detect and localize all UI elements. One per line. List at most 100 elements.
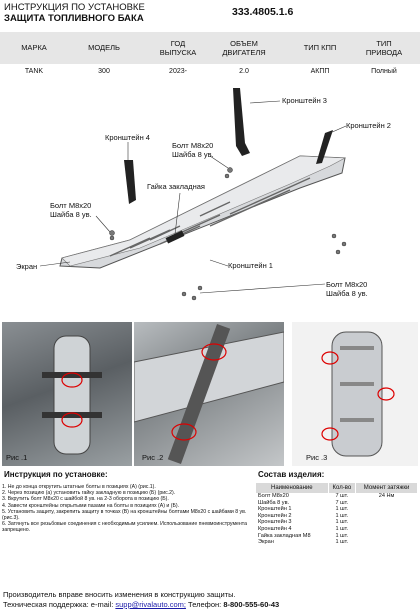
bracket-4-shape xyxy=(124,160,136,204)
parts-cell: 7 шт. xyxy=(335,493,349,499)
label-bolt-left-line1: Болт М8х20 xyxy=(50,201,92,210)
label-bolt-right: Болт М8х20 Шайба 8 ув. xyxy=(326,280,368,298)
table-row: Шайба 8 ув.7 шт. xyxy=(256,500,418,507)
spec-col-5-line: ТИП xyxy=(376,39,392,48)
parts-cell: 1 шт. xyxy=(335,525,349,532)
photo-fig-3: Рис .3 xyxy=(292,322,418,466)
support-email-link[interactable]: supp@rivalauto.com; xyxy=(115,600,186,609)
parts-cell: Гайка закладная М8 xyxy=(258,532,311,539)
label-bolt-left: Болт М8х20 Шайба 8 ув. xyxy=(50,201,92,219)
table-row: Кронштейн 4 1 шт. xyxy=(256,526,418,533)
phone-label: Телефон: xyxy=(185,600,224,609)
parts-cell: 7 шт. xyxy=(335,499,349,506)
parts-cell: 1 шт. xyxy=(335,506,349,513)
instruction-step: 4. Завести кронштейны открытыми пазами н… xyxy=(2,502,180,509)
photo-fig-2: Рис .2 xyxy=(134,322,284,466)
spec-col-4: ТИП КПП xyxy=(290,43,350,52)
footer-support: Техническая поддержка: e-mail: supp@riva… xyxy=(3,600,279,610)
caption-fig-3: Рис .3 xyxy=(306,453,328,462)
parts-cell: Кронштейн 4 xyxy=(258,525,292,532)
parts-cell xyxy=(356,526,418,533)
caption-fig-2: Рис .2 xyxy=(142,453,164,462)
exploded-diagram: Кронштейн 3 Кронштейн 2 Кронштейн 4 Болт… xyxy=(0,88,420,316)
label-bolt-top: Болт М8х20 Шайба 8 ув. xyxy=(172,141,214,159)
spec-value-3: 2.0 xyxy=(239,68,249,75)
spec-header-band xyxy=(0,32,420,64)
instruction-step: 1. Не до конца открутить штатные болты в… xyxy=(2,484,156,490)
spec-value-4: АКПП xyxy=(310,68,330,75)
photo-fig-1: Рис .1 xyxy=(2,322,132,466)
label-bracket-1: Кронштейн 1 xyxy=(228,261,273,270)
table-row: Кронштейн 2 1 шт. xyxy=(256,513,418,520)
title-line-1: ИНСТРУКЦИЯ ПО УСТАНОВКЕ xyxy=(4,2,145,13)
table-row: Кронштейн 3 1 шт. xyxy=(256,519,418,526)
parts-cell: 24 Нм xyxy=(378,493,395,499)
spec-col-0-line: МАРКА xyxy=(21,43,47,52)
instructions-title: Инструкция по установке: xyxy=(4,470,108,479)
parts-cell: Экран xyxy=(258,539,274,546)
photo-fig-2-drawing xyxy=(134,323,284,465)
parts-cell: Кронштейн 2 xyxy=(258,512,292,519)
plate-slots xyxy=(109,177,311,257)
photo-fig-3-drawing xyxy=(321,331,395,457)
parts-title: Состав изделия: xyxy=(258,470,325,479)
footer: Производитель вправе вносить изменения в… xyxy=(3,590,279,610)
label-bolt-right-line2: Шайба 8 ув. xyxy=(326,289,368,298)
diagram-drawing xyxy=(39,88,347,301)
instructions-list: 1. Не до конца открутить штатные болты в… xyxy=(2,484,248,534)
instruction-step: 3. Вкрутить болт М8х20 с шайбой 8 ув. на… xyxy=(2,496,169,503)
spec-col-0: МАРКА xyxy=(4,43,64,52)
label-bracket-2: Кронштейн 2 xyxy=(346,121,391,130)
footer-disclaimer: Производитель вправе вносить изменения в… xyxy=(3,590,236,599)
title-line-2: ЗАЩИТА ТОПЛИВНОГО БАКА xyxy=(4,13,144,24)
spec-value-2: 2023- xyxy=(169,68,187,75)
parts-header-cell: Кол-во xyxy=(328,483,357,493)
instruction-step: 2. Через позицию (а) установить гайку за… xyxy=(2,490,176,497)
parts-cell xyxy=(356,513,418,520)
parts-cell: Кронштейн 3 xyxy=(258,519,292,526)
label-bolt-right-line1: Болт М8х20 xyxy=(326,280,368,289)
label-bracket-3: Кронштейн 3 xyxy=(282,96,327,105)
photo-fig-1-drawing xyxy=(42,335,102,455)
label-nut: Гайка закладная xyxy=(147,182,205,191)
parts-header-cell: Момент затяжки xyxy=(355,483,418,493)
label-bracket-4: Кронштейн 4 xyxy=(105,133,150,142)
parts-cell xyxy=(356,500,418,507)
spec-col-2-line: ГОД xyxy=(170,39,186,48)
spec-col-4-line: ТИП КПП xyxy=(303,43,337,52)
table-row: Экран 1 шт. xyxy=(256,539,418,546)
product-code: 333.4805.1.6 xyxy=(232,6,294,18)
spec-col-3-line: ДВИГАТЕЛЯ xyxy=(222,48,266,57)
parts-cell xyxy=(356,519,418,526)
support-phone: 8-800-555-60-43 xyxy=(223,600,280,609)
caption-fig-1: Рис .1 xyxy=(6,453,28,462)
document-title: ИНСТРУКЦИЯ ПО УСТАНОВКЕ ЗАЩИТА ТОПЛИВНОГ… xyxy=(4,2,145,24)
spec-col-5-line: ПРИВОДА xyxy=(365,48,403,57)
skid-plate-top xyxy=(61,155,347,267)
parts-header-cell: Наименование xyxy=(256,483,329,493)
leader-lines xyxy=(39,100,347,294)
parts-cell xyxy=(356,533,418,540)
parts-cell: 1 шт. xyxy=(335,512,349,519)
parts-cell xyxy=(356,506,418,513)
parts-cell: 1 шт. xyxy=(335,519,349,526)
parts-cell: 1 шт. xyxy=(335,539,349,546)
spec-value-1: 300 xyxy=(98,68,110,75)
label-bolt-top-line2: Шайба 8 ув. xyxy=(172,150,214,159)
installation-photos: Рис .1 Рис .2 Рис .3 xyxy=(0,322,420,466)
parts-cell xyxy=(356,539,418,546)
spec-col-1: МОДЕЛЬ xyxy=(74,43,134,52)
spec-col-2-line: ВЫПУСКА xyxy=(159,48,197,57)
parts-cell: Болт М8х20 xyxy=(258,493,289,499)
nut-block xyxy=(165,230,185,244)
label-bolt-left-line2: Шайба 8 ув. xyxy=(50,210,92,219)
spec-value-0: TANK xyxy=(24,68,44,75)
bolts xyxy=(109,167,347,301)
